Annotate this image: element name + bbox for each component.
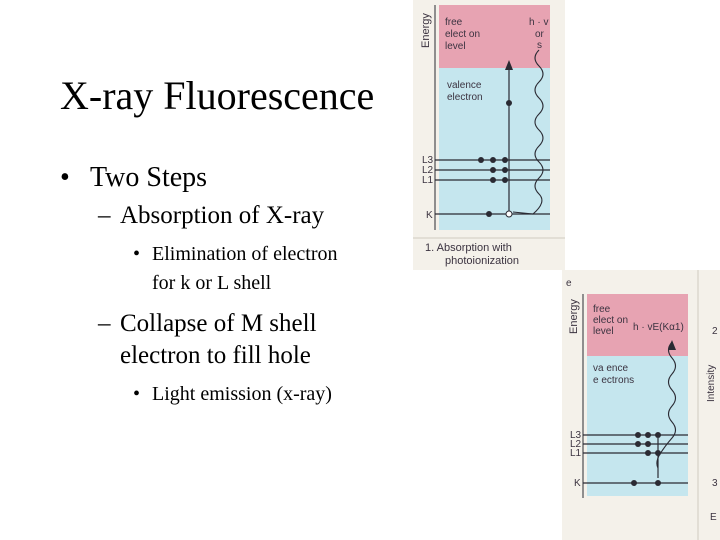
slide-title: X-ray Fluorescence: [60, 73, 375, 118]
shell-label: K: [426, 210, 433, 221]
hv-label: or: [535, 29, 545, 40]
shell-label: L3: [422, 155, 434, 166]
bullet-text: Two Steps: [90, 162, 208, 193]
electron-dots: [478, 100, 512, 217]
hole: [505, 210, 513, 218]
figure-absorption: Energy free elect on level h · v or s va…: [413, 0, 565, 270]
free-label: elect on: [593, 315, 628, 326]
electron-dots: [631, 432, 661, 486]
bullet-text: Collapse of M shell electron to fill hol…: [120, 310, 317, 369]
bullet-elimination: • Elimination of electron for k or L she…: [60, 240, 360, 298]
hv-label: h · v: [529, 17, 548, 28]
free-label: free: [593, 304, 611, 315]
photon-wave: [512, 49, 544, 215]
valence-label: electron: [447, 92, 483, 103]
shell-label: L2: [422, 165, 434, 176]
axis-mark: 2: [712, 326, 718, 337]
shell-label: L2: [570, 439, 582, 450]
valence-label: va ence: [593, 363, 628, 374]
valence-band: [439, 68, 550, 230]
energy-axis-label: Energy: [568, 299, 580, 334]
bullet-two-steps: • Two Steps: [60, 162, 360, 194]
caption: photoionization: [445, 255, 519, 267]
corner-label: e: [566, 278, 572, 289]
free-label: level: [593, 326, 614, 337]
hv-label: s: [537, 40, 542, 51]
valence-band: [587, 356, 688, 496]
bullet-text: Absorption of X-ray: [120, 202, 325, 229]
photon-wave: [656, 341, 677, 469]
free-label: free: [445, 17, 463, 28]
bullet-marker: •: [133, 383, 141, 405]
figure-emission: e Energy free elect on level h · vE(Kα1)…: [562, 270, 720, 540]
shell-label: L1: [570, 448, 582, 459]
valence-label: valence: [447, 80, 482, 91]
free-label: level: [445, 41, 466, 52]
axis-mark: E: [710, 512, 717, 523]
bullet-light-emission: • Light emission (x-ray): [60, 380, 360, 409]
bullet-absorption: – Absorption of X-ray: [60, 200, 360, 232]
valence-label: e ectrons: [593, 375, 634, 386]
free-label: elect on: [445, 29, 480, 40]
intensity-axis-label: Intensity: [706, 365, 717, 402]
bullet-list: • Two Steps – Absorption of X-ray • Elim…: [60, 162, 360, 419]
bullet-marker: •: [60, 162, 70, 193]
bullet-marker: •: [133, 243, 141, 265]
dash-marker: –: [98, 310, 111, 337]
hv-label: h · vE(Kα1): [633, 322, 684, 333]
shell-label: K: [574, 478, 581, 489]
shell-label: L3: [570, 430, 582, 441]
bullet-text: Light emission (x-ray): [152, 383, 332, 405]
bullet-text: Elimination of electron for k or L shell: [152, 243, 338, 294]
bullet-collapse: – Collapse of M shell electron to fill h…: [60, 308, 360, 372]
shell-label: L1: [422, 175, 434, 186]
caption: 1. Absorption with: [425, 242, 512, 254]
energy-axis-label: Energy: [420, 13, 432, 48]
axis-mark: 3: [712, 478, 718, 489]
free-level-band: [439, 5, 550, 68]
dash-marker: –: [98, 202, 111, 229]
